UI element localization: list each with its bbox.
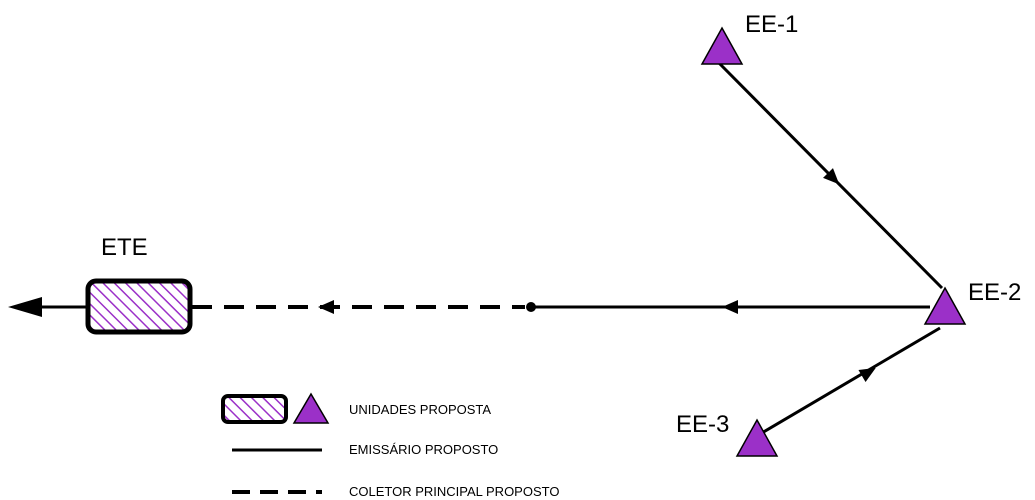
ete-unit (85, 278, 193, 335)
ee1-label: EE-1 (745, 11, 798, 38)
ee3-station-triangle (735, 418, 779, 457)
legend-collector-label: COLETOR PRINCIPAL PROPOSTO (349, 484, 559, 499)
flow-arrow-collector (318, 300, 334, 314)
legend-units-label: UNIDADES PROPOSTA (349, 402, 491, 417)
flow-arrow-ee1-ee2 (823, 168, 840, 185)
ee3-label: EE-3 (676, 411, 729, 438)
flow-arrow-ee3-ee2 (858, 367, 876, 383)
ete-label: ETE (101, 234, 148, 261)
emissary-ee3-ee2 (759, 326, 941, 436)
ee2-station-triangle (923, 286, 967, 325)
legend: UNIDADES PROPOSTA EMISSÁRIO PROPOSTO COL… (221, 392, 559, 499)
ee1-station-triangle (700, 26, 744, 65)
legend-emissary-label: EMISSÁRIO PROPOSTO (349, 442, 498, 457)
legend-unit-box-icon (221, 394, 288, 424)
legend-unit-triangle-icon (292, 392, 330, 424)
ee2-label: EE-2 (968, 279, 1021, 306)
flow-arrow-ee2-junction (722, 300, 738, 314)
ete-outflow-arrow (8, 297, 42, 317)
junction-point (526, 302, 536, 312)
